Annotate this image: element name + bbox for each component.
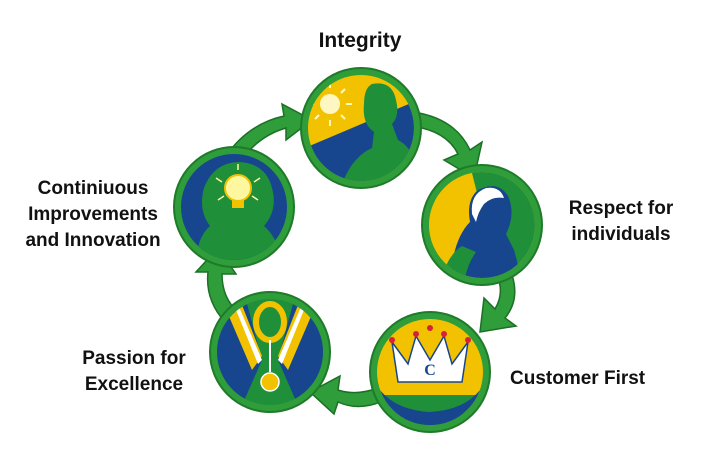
crown-letter: C xyxy=(424,362,436,379)
continuous-label-line: Improvements xyxy=(28,204,158,225)
arrow-customer-to-passion xyxy=(308,374,387,416)
integrity-label: Integrity xyxy=(290,28,430,54)
passion-label-line: Passion for xyxy=(82,348,186,369)
passion-badge xyxy=(209,291,331,413)
customer-label-line: Customer First xyxy=(510,368,646,389)
arrow-respect-to-customer xyxy=(479,274,518,333)
respect-label-line: Respect for xyxy=(568,198,674,219)
passion-label-line: Excellence xyxy=(84,374,184,395)
passion-label: Passion for Excellence xyxy=(54,346,214,398)
sun-person-icon xyxy=(308,75,414,181)
customer-label: Customer First xyxy=(510,366,670,392)
respect-label-line: individuals xyxy=(571,224,671,245)
customer-badge: C xyxy=(369,311,491,433)
respect-label: Respect for individuals xyxy=(546,196,696,248)
lightbulb-head-icon xyxy=(181,154,287,260)
respect-badge xyxy=(421,164,543,286)
thinking-head-icon xyxy=(429,172,535,278)
integrity-badge xyxy=(300,67,422,189)
continuous-label: Continiuous Improvements and Innovation xyxy=(10,176,176,254)
continuous-label-line: and Innovation xyxy=(25,230,161,251)
integrity-label-line: Integrity xyxy=(318,29,402,52)
continuous-label-line: Continiuous xyxy=(37,178,149,199)
continuous-badge xyxy=(173,146,295,268)
cycle-arrows xyxy=(194,102,518,416)
